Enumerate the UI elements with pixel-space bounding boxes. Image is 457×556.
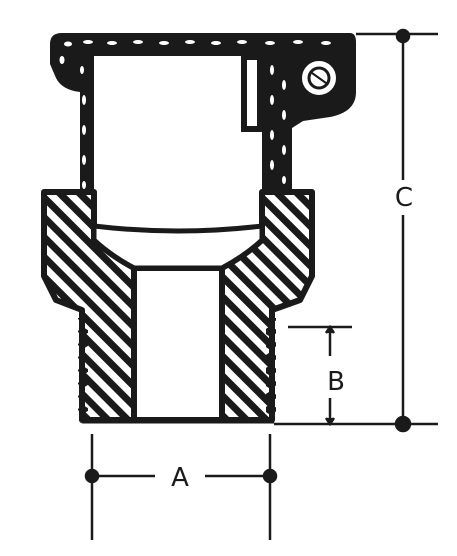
dimension-a xyxy=(84,434,278,540)
dimension-c-label: C xyxy=(395,183,413,213)
dimension-c xyxy=(274,28,438,433)
threaded-adapter-section xyxy=(41,189,315,424)
cam-pivot-pin xyxy=(296,55,342,101)
left-thread xyxy=(78,318,88,418)
cap-wall-texture xyxy=(59,40,331,189)
dimension-a-label: A xyxy=(171,463,189,493)
cap-body xyxy=(50,33,356,231)
dimension-b-label: B xyxy=(327,367,345,397)
right-thread xyxy=(266,318,276,418)
